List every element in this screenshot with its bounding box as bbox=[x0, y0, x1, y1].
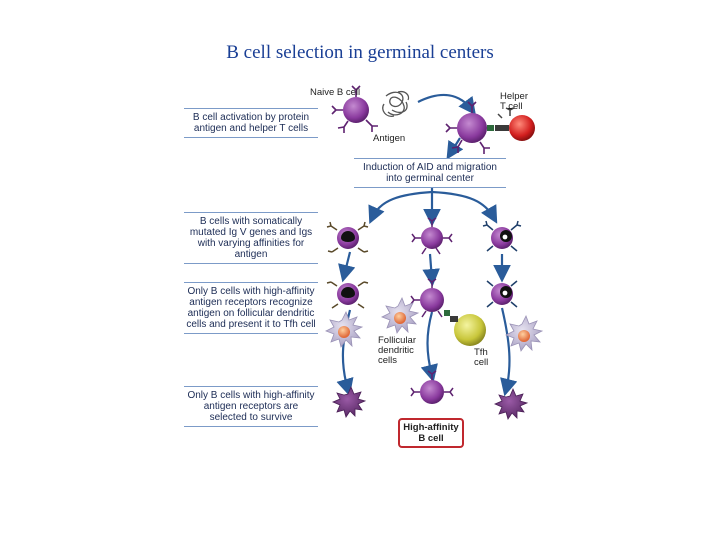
arrow-right-3 bbox=[500, 307, 518, 397]
arrow-left-2 bbox=[338, 251, 356, 283]
step-selection-survival: Only B cells with high-affinity antigen … bbox=[184, 386, 318, 427]
step-antigen-recognition: Only B cells with high-affinity antigen … bbox=[184, 282, 318, 334]
diagram: B cell activation by protein antigen and… bbox=[180, 80, 550, 450]
arrows bbox=[336, 94, 518, 397]
gc-b-cell-left-1 bbox=[326, 221, 369, 253]
follicular-dendritic-cell-middle bbox=[381, 297, 420, 334]
diagram-svg bbox=[325, 85, 544, 420]
apoptotic-b-cell-right bbox=[493, 387, 529, 420]
label-naive-b-cell: Naive B cell bbox=[310, 87, 361, 98]
gc-b-cell-middle-1 bbox=[411, 217, 453, 255]
arrow-middle-3 bbox=[420, 311, 438, 383]
label-tfh-cell: Tfh cell bbox=[474, 347, 489, 368]
gc-b-cell-left-2 bbox=[326, 281, 369, 309]
page-title: B cell selection in germinal centers bbox=[226, 42, 494, 63]
naive-b-cell bbox=[331, 85, 378, 133]
gc-b-cell-right-2 bbox=[486, 280, 518, 308]
label-helper-t-cell: Helper T cell bbox=[500, 91, 528, 112]
arrow-middle-2 bbox=[422, 253, 440, 287]
tfh-cell bbox=[450, 314, 486, 346]
high-affinity-b-cell bbox=[410, 370, 454, 404]
follicular-dendritic-cell-left bbox=[325, 311, 364, 348]
gc-b-cell-middle-2 bbox=[410, 278, 450, 318]
gc-b-cell-right-1 bbox=[482, 220, 522, 252]
migration-label: Induction of AID and migration into germ… bbox=[354, 158, 506, 188]
apoptotic-b-cell-left bbox=[331, 385, 367, 418]
label-antigen: Antigen bbox=[373, 133, 406, 144]
follicular-dendritic-cell-right bbox=[505, 315, 544, 352]
label-follicular-dendritic-cells: Follicular dendritic cells bbox=[378, 335, 417, 366]
step-activation: B cell activation by protein antigen and… bbox=[184, 108, 318, 138]
antigen-icon bbox=[382, 90, 410, 117]
high-affinity-b-cell-label: High-affinity B cell bbox=[398, 418, 464, 448]
step-somatic-mutation: B cells with somatically mutated Ig V ge… bbox=[184, 212, 318, 264]
arrow-activation bbox=[417, 94, 476, 116]
helper-t-cell bbox=[495, 107, 535, 141]
arrow-branch-right bbox=[431, 190, 498, 224]
activated-b-cell bbox=[445, 101, 494, 154]
arrow-to-migration bbox=[446, 137, 464, 160]
arrow-branch-left bbox=[368, 190, 433, 225]
